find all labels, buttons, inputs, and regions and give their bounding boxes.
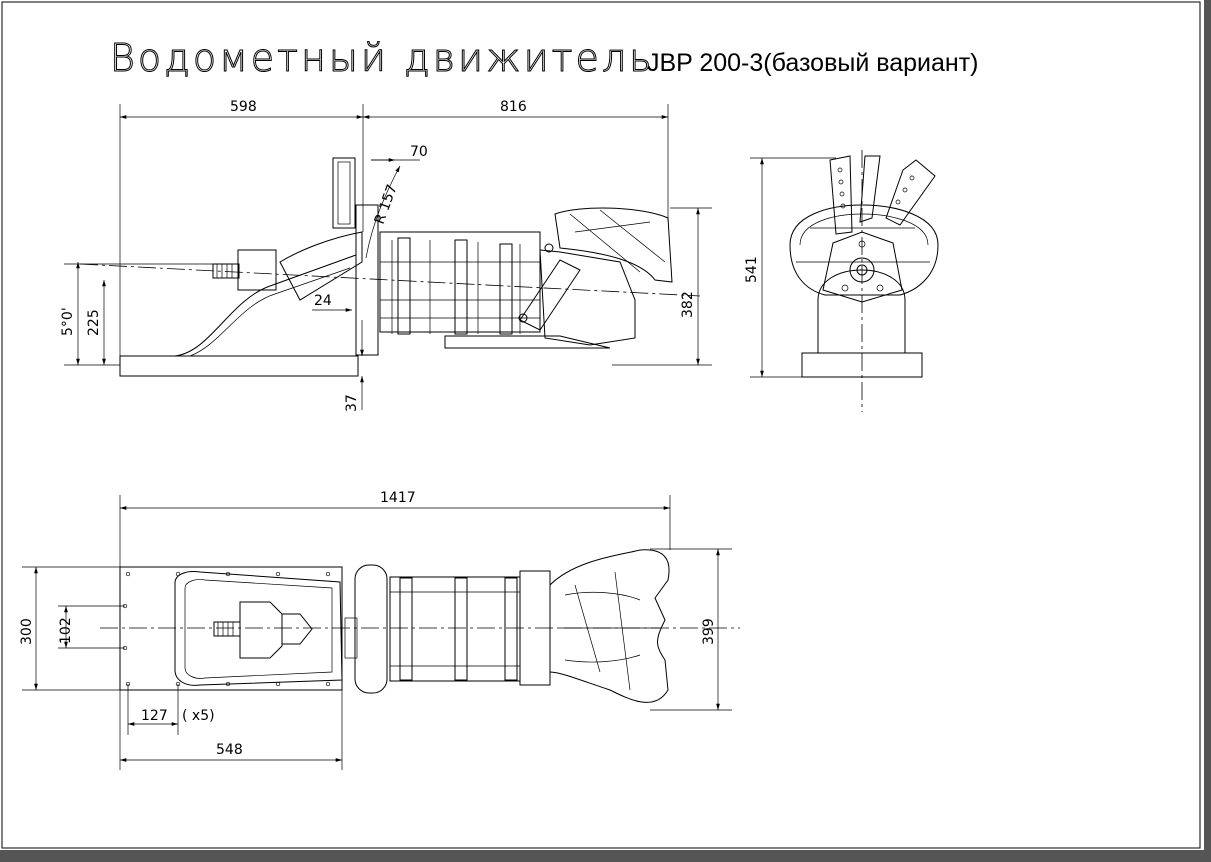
side-dim-225: 225 — [86, 280, 106, 365]
front-steering-lever — [829, 155, 853, 235]
side-view: 598 816 70 R 157 24 5°0' 225 — [60, 99, 712, 412]
top-dim-127: 127 ( x5) — [127, 684, 215, 735]
top-dim-300: 300 — [19, 566, 120, 691]
dim-bolt-count: ( x5) — [182, 708, 215, 724]
top-flange-plate — [119, 566, 343, 691]
dim-angle-tilt: 5°0' — [60, 307, 76, 336]
top-dim-548: 548 — [119, 690, 343, 770]
side-intake-duct — [279, 231, 363, 301]
dim-bolt-span: 102 — [58, 617, 74, 644]
side-dim-37: 37 — [344, 320, 364, 412]
top-bearing-housing — [239, 601, 283, 659]
front-dim-541: 541 — [744, 157, 836, 378]
side-shaft-housing — [237, 249, 277, 291]
side-stem — [355, 204, 379, 356]
top-intake-cone — [281, 613, 313, 645]
drawing-title: Водометный движитель JBP 200-3(базовый в… — [110, 36, 979, 81]
top-dim-102: 102 — [58, 605, 125, 649]
side-dim-24: 24 — [312, 293, 352, 312]
side-shaft-centerline — [79, 263, 701, 297]
side-dim-598: 598 — [119, 99, 364, 356]
dim-nozzle-offset: 24 — [314, 293, 332, 309]
dim-base-drop: 37 — [344, 394, 360, 412]
dim-overall-length: 1417 — [380, 490, 416, 506]
side-dim-angle: 5°0' — [60, 262, 230, 366]
front-nozzle-body — [789, 204, 939, 296]
side-dim-816: 816 — [363, 99, 669, 220]
dim-length-rear: 816 — [500, 99, 527, 115]
side-steering-nozzle — [444, 207, 673, 349]
side-dim-70: 70 — [371, 144, 428, 162]
front-reverse-lever — [885, 159, 936, 226]
dim-length-front: 598 — [230, 99, 257, 115]
side-flange-slope — [174, 254, 357, 357]
dim-height: 382 — [680, 291, 696, 318]
top-dim-1417: 1417 — [119, 490, 671, 567]
top-view: 1417 300 102 127 ( x5) 548 — [19, 490, 740, 770]
top-transom-ring — [354, 564, 388, 694]
dim-nozzle-width: 399 — [701, 618, 717, 645]
side-pump-barrel — [379, 231, 541, 335]
title-model: JBP 200-3(базовый вариант) — [647, 49, 978, 77]
title-script: Водометный движитель — [110, 36, 655, 80]
dim-angle-top: 70 — [410, 144, 428, 160]
dim-flange-length: 548 — [216, 742, 243, 758]
top-dim-399: 399 — [650, 548, 732, 711]
dim-shaft-height: 225 — [86, 309, 102, 336]
dim-bolt-pitch: 127 — [141, 708, 168, 724]
top-steering-nozzle — [549, 549, 670, 703]
front-view: 541 — [744, 150, 939, 412]
front-deflector-arm — [859, 155, 881, 223]
dim-front-height: 541 — [744, 256, 760, 283]
dim-flange-width: 300 — [19, 618, 35, 645]
side-dim-382: 382 — [612, 207, 712, 366]
side-transom-plate — [332, 157, 356, 229]
